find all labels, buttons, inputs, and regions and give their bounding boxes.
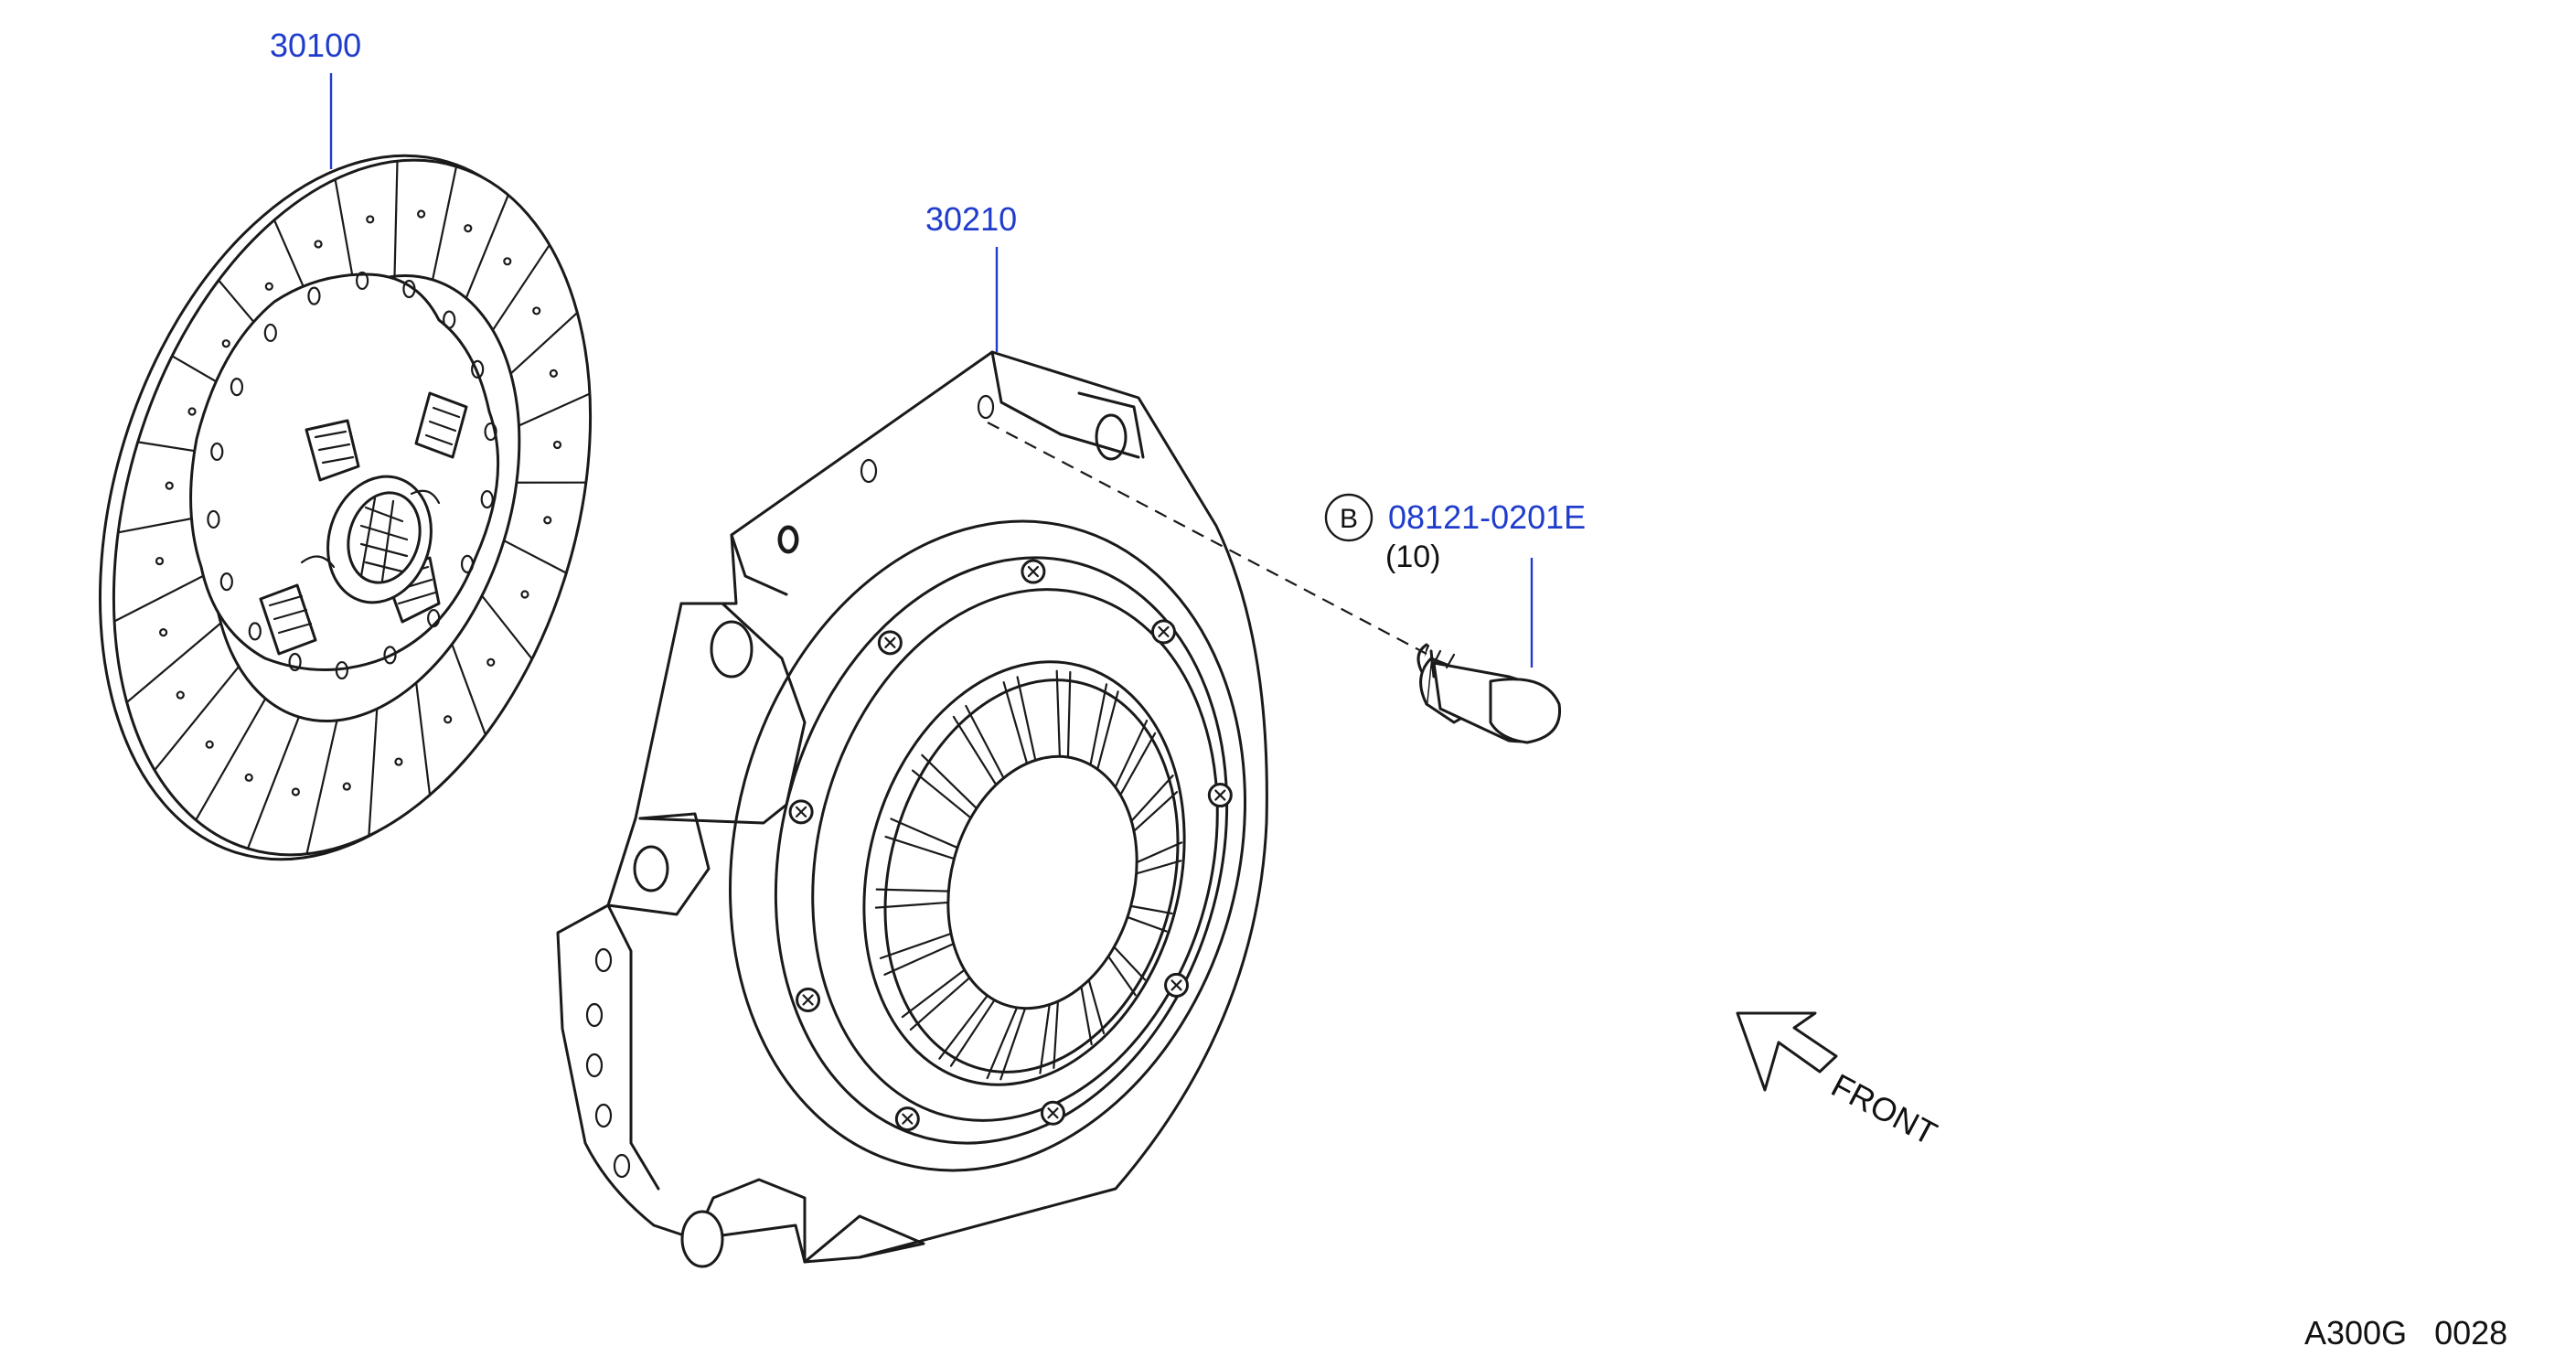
front-label: FRONT xyxy=(1825,1066,1943,1152)
callout-circle xyxy=(1324,493,1374,542)
part-number-08121-0201E[interactable]: 08121-0201E xyxy=(1388,498,1586,536)
part-number-30100[interactable]: 30100 xyxy=(270,27,361,64)
part-number-30210[interactable]: 30210 xyxy=(925,200,1017,238)
clutch-disc-drawing xyxy=(98,154,593,861)
diagram-reference: A300G 0028 xyxy=(2304,1314,2507,1352)
callout-letter: B xyxy=(1340,504,1358,534)
front-arrow-icon xyxy=(1736,1011,1838,1092)
quantity-label: (10) xyxy=(1385,540,1440,574)
clutch-cover-drawing xyxy=(556,350,1268,1268)
bolt-drawing xyxy=(1416,643,1562,744)
